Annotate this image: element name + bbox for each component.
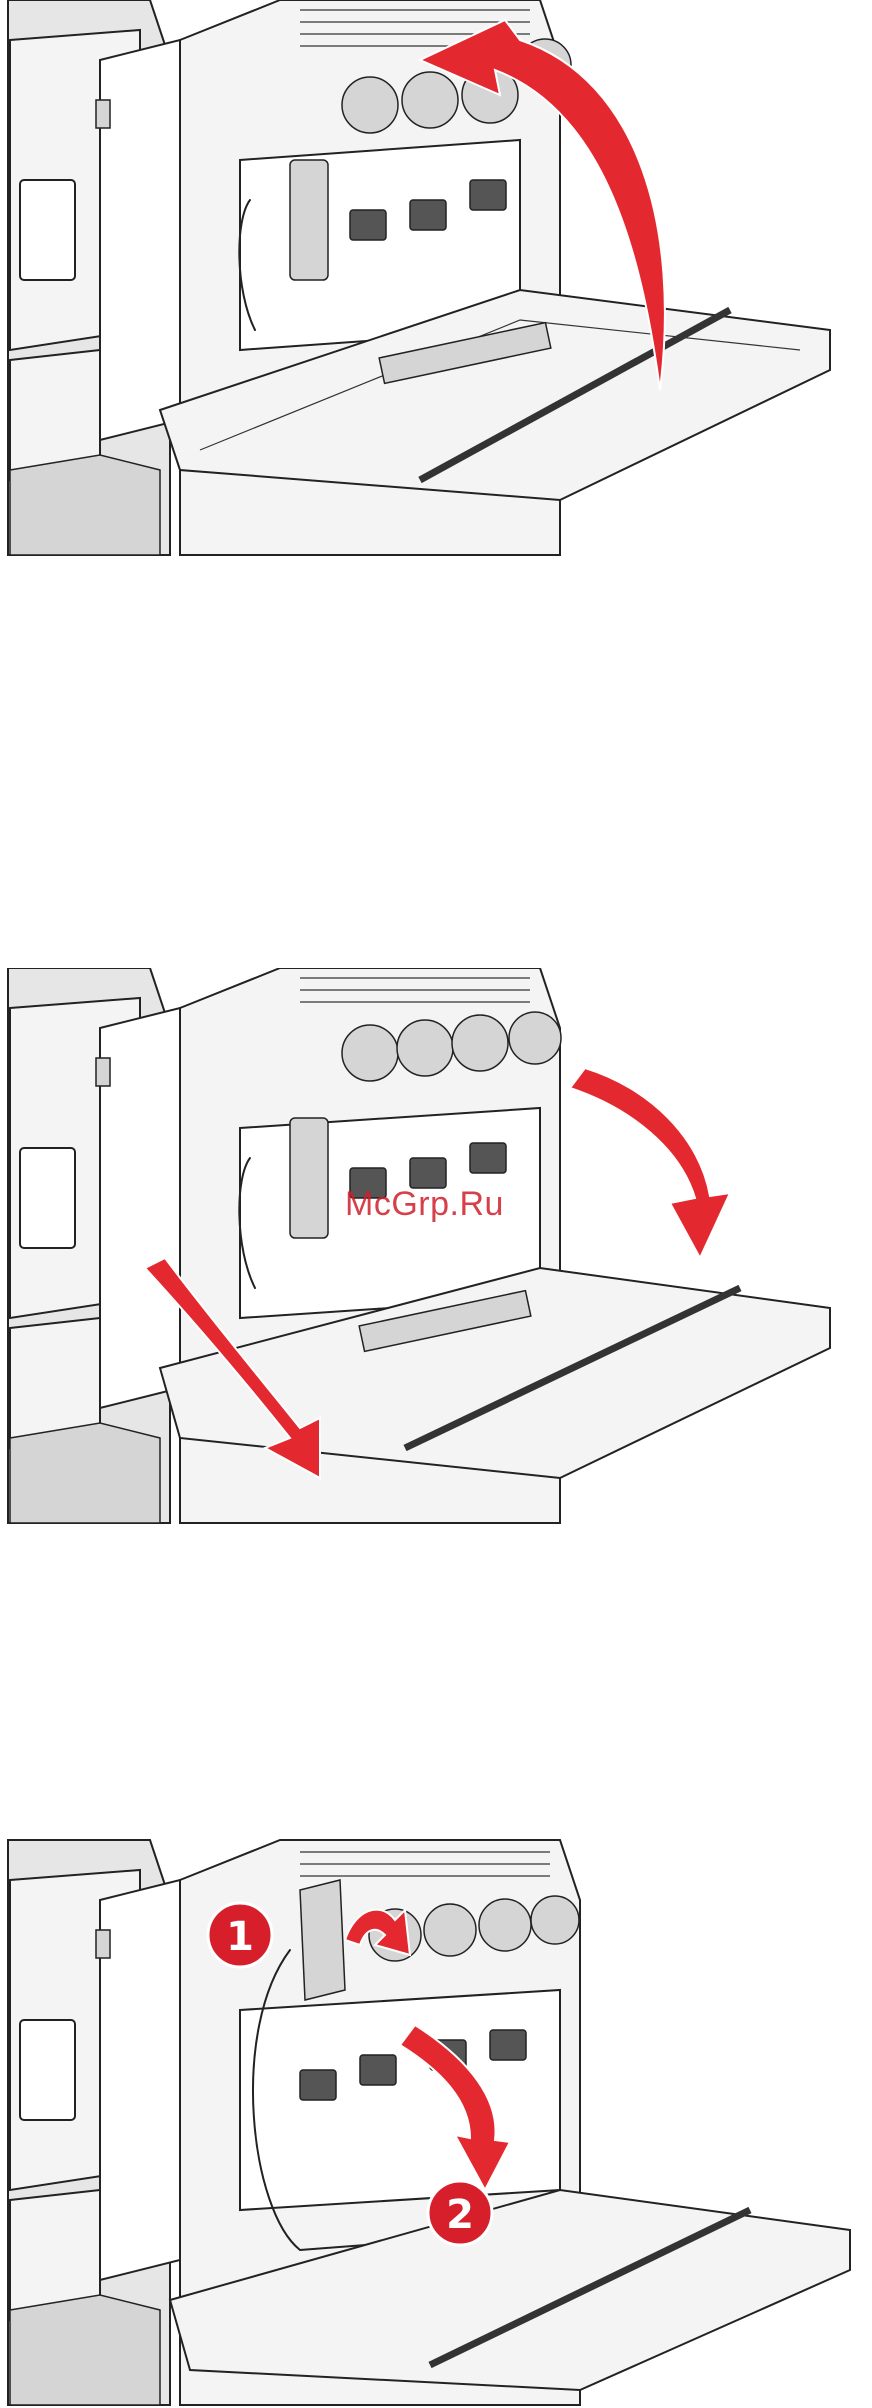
callout-1-label: 1 (226, 1914, 254, 1960)
watermark-text: McGrp.Ru (345, 1185, 504, 1224)
illustration-lower-toner-door: McGrp.Ru (0, 968, 872, 1528)
printer-drawing-2 (0, 968, 872, 1528)
printer-drawing-3: 1 2 (0, 1830, 872, 2408)
callout-2: 2 (428, 2181, 492, 2245)
illustration-open-toner-door (0, 0, 872, 560)
illustration-rotate-waste-container: 1 2 (0, 1830, 872, 2408)
callout-2-label: 2 (446, 2192, 474, 2238)
lower-arrow-right (570, 1068, 730, 1258)
printer-drawing-1 (0, 0, 872, 560)
callout-1: 1 (208, 1903, 272, 1967)
